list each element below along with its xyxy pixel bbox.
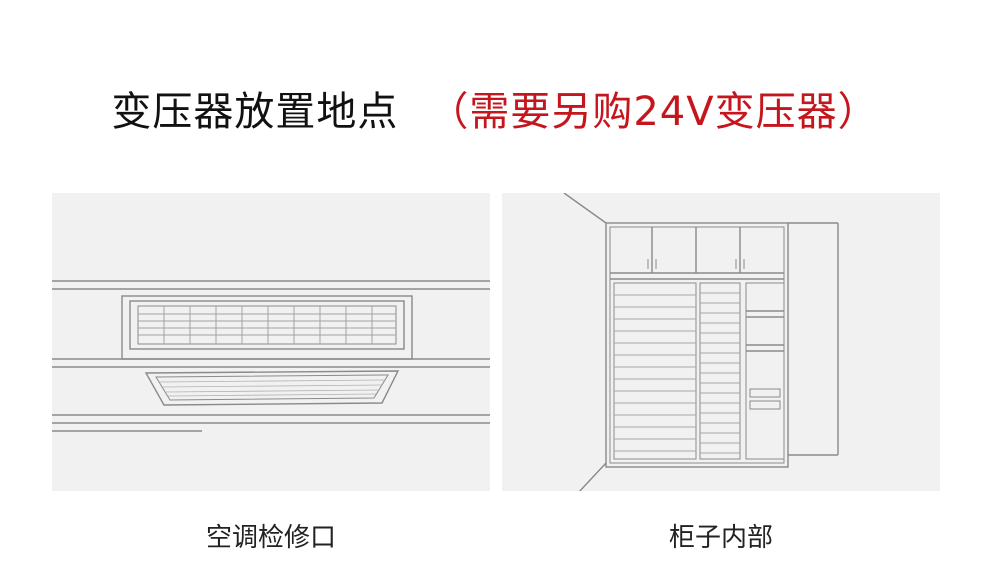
ac-access-panel bbox=[52, 193, 490, 491]
cabinet-panel bbox=[502, 193, 940, 491]
page-title: 变压器放置地点 （需要另购24V变压器） bbox=[0, 84, 990, 140]
caption-ac-access: 空调检修口 bbox=[205, 523, 336, 553]
title-main: 变压器放置地点 bbox=[111, 89, 399, 135]
title-note: （需要另购24V变压器） bbox=[428, 89, 879, 135]
ceiling-ac-vent-sketch-icon bbox=[52, 193, 490, 491]
wardrobe-cabinet-sketch-icon bbox=[502, 193, 940, 491]
caption-cabinet: 柜子内部 bbox=[668, 523, 773, 553]
